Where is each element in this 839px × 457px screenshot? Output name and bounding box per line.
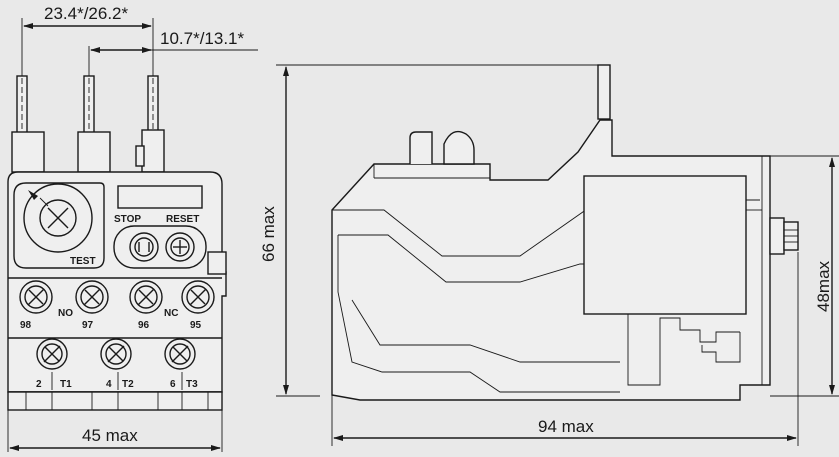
width-label: 45 max	[82, 426, 138, 445]
label-6: 6	[170, 379, 176, 390]
depth-dimension: 94 max	[331, 212, 799, 446]
side-view: 66 max	[259, 64, 839, 446]
front-base	[7, 391, 223, 411]
label-t1: T1	[60, 379, 72, 390]
right-height-dimension: 48max	[770, 155, 839, 397]
label-97: 97	[82, 320, 94, 331]
side-compartment	[583, 175, 747, 315]
indicator-window	[117, 185, 203, 209]
adjustment-dial: TEST	[13, 182, 105, 269]
label-nc: NC	[164, 308, 178, 319]
label-t3: T3	[186, 379, 198, 390]
second-pitch-label: 10.7*/13.1*	[160, 29, 245, 48]
side-screw	[769, 217, 799, 255]
reset-knob	[443, 130, 475, 165]
side-post	[597, 64, 611, 120]
height-dimension: 66 max	[259, 64, 610, 397]
label-96: 96	[138, 320, 150, 331]
label-4: 4	[106, 379, 112, 390]
stop-reset-panel: STOP RESET	[113, 214, 207, 269]
test-label: TEST	[70, 256, 96, 267]
main-terminals: 2 T1 4 T2 6 T3	[8, 337, 222, 390]
terminal-pins	[11, 75, 165, 173]
front-housing	[7, 171, 227, 393]
top-pitch-dimension: 23.4*/26.2* 10.7*/13.1*	[21, 4, 258, 76]
width-dimension: 45 max	[7, 410, 223, 452]
label-98: 98	[20, 320, 32, 331]
right-height-label: 48max	[814, 260, 833, 312]
label-2: 2	[36, 379, 42, 390]
test-lever	[409, 131, 433, 164]
depth-label: 94 max	[538, 417, 594, 436]
auxiliary-contacts: 98 NO 97 96 NC 95	[8, 277, 222, 331]
top-pitch-label: 23.4*/26.2*	[44, 4, 129, 23]
height-label: 66 max	[259, 206, 278, 262]
label-no: NO	[58, 308, 73, 319]
stop-label: STOP	[114, 214, 141, 225]
front-view: 23.4*/26.2* 10.7*/13.1* TEST STOP RESET	[7, 4, 258, 452]
label-t2: T2	[122, 379, 134, 390]
label-95: 95	[190, 320, 202, 331]
reset-label: RESET	[166, 214, 199, 225]
